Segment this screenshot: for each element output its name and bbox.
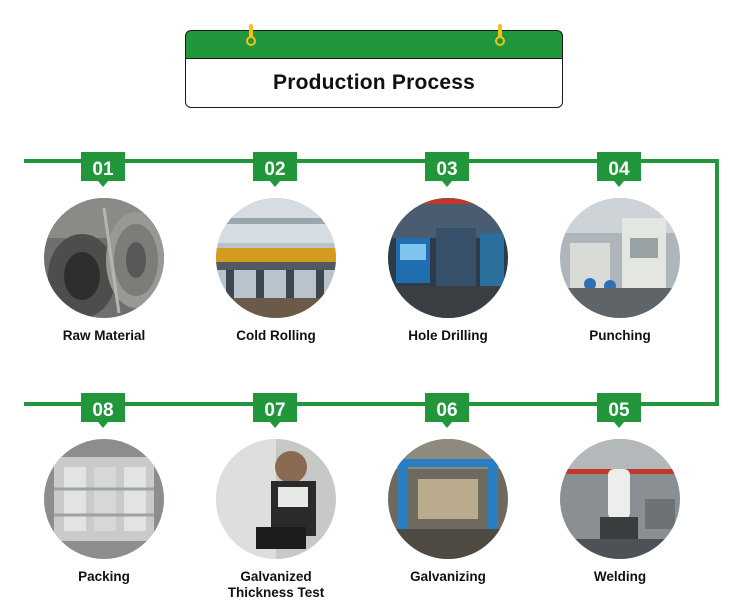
step-number-badge: 01 — [81, 152, 125, 188]
pin-icon — [495, 24, 505, 50]
step-number-badge: 03 — [425, 152, 469, 188]
step-number-badge: 05 — [597, 393, 641, 429]
step-label: Raw Material — [62, 328, 146, 343]
process-step-07: 07 Galvanized Thickness Test — [201, 393, 351, 600]
step-number-badge: 08 — [81, 393, 125, 429]
punch-press-photo — [560, 198, 680, 318]
process-step-06: 06 Galvanizing — [373, 393, 523, 584]
step-number: 08 — [92, 400, 114, 421]
page-title: Production Process — [273, 71, 475, 94]
step-number-badge: 02 — [253, 152, 297, 188]
step-label: Welding — [593, 569, 647, 584]
welding-robot-photo — [560, 439, 680, 559]
step-label: Cold Rolling — [236, 328, 316, 343]
step-number-badge: 07 — [253, 393, 297, 429]
galvanizing-plant-photo — [388, 439, 508, 559]
step-number: 04 — [608, 159, 630, 180]
step-number: 03 — [436, 159, 458, 180]
step-number-badge: 06 — [425, 393, 469, 429]
title-banner-body: Production Process — [185, 58, 563, 108]
step-label: Packing — [78, 569, 130, 584]
steel-coils-photo — [44, 198, 164, 318]
process-step-05: 05 Welding — [545, 393, 695, 584]
packed-parts-photo — [44, 439, 164, 559]
step-label: Punching — [589, 328, 651, 343]
pin-icon — [246, 24, 256, 50]
step-label: Hole Drilling — [408, 328, 488, 343]
title-banner: Production Process — [185, 24, 563, 108]
step-number: 01 — [92, 159, 114, 180]
step-number: 06 — [436, 400, 458, 421]
step-number: 05 — [608, 400, 630, 421]
process-step-08: 08 Packing — [29, 393, 179, 584]
process-step-01: 01 Raw Material — [29, 152, 179, 343]
step-label: Galvanizing — [410, 569, 486, 584]
step-number: 07 — [264, 400, 286, 421]
step-number: 02 — [264, 159, 286, 180]
process-step-04: 04 Punching — [545, 152, 695, 343]
step-number-badge: 04 — [597, 152, 641, 188]
process-step-03: 03 Hole Drilling — [373, 152, 523, 343]
rolling-line-photo — [216, 198, 336, 318]
drilling-machine-photo — [388, 198, 508, 318]
process-step-02: 02 Cold Rolling — [201, 152, 351, 343]
thickness-test-photo — [216, 439, 336, 559]
title-banner-strip — [185, 30, 563, 59]
step-label: Galvanized Thickness Test — [227, 569, 325, 600]
